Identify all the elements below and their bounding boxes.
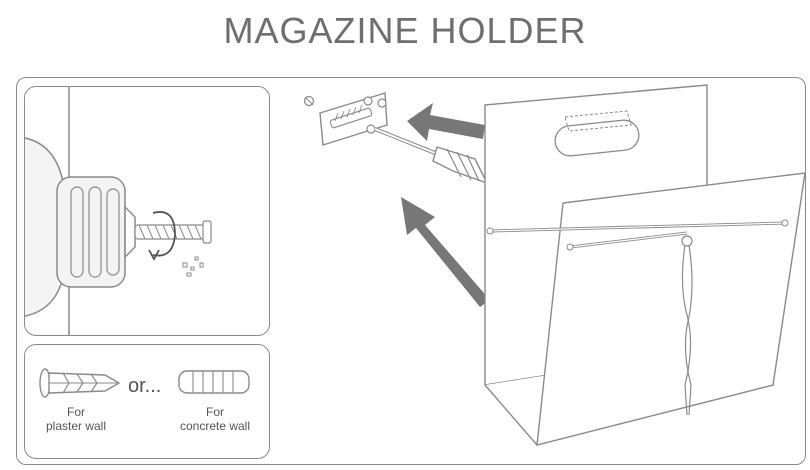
- instruction-frame: [16, 77, 806, 465]
- rotation-arrow-icon: [148, 211, 176, 261]
- concrete-anchor-icon: [178, 370, 250, 394]
- drill-panel: [24, 86, 270, 336]
- screwdriver-icon: [374, 127, 489, 185]
- wall-bracket-icon: [303, 92, 388, 146]
- plaster-anchor-icon: [39, 368, 121, 398]
- direction-arrow-icon: [401, 103, 490, 307]
- assembly-illustration: [303, 84, 806, 446]
- anchors-panel: or... For plaster wall For concrete wall: [24, 344, 270, 459]
- plaster-label-line2: plaster wall: [45, 419, 107, 433]
- concrete-label-line1: For: [206, 405, 224, 419]
- plaster-label-line1: For: [67, 405, 85, 419]
- concrete-label: For concrete wall: [165, 405, 265, 433]
- or-separator: or...: [128, 375, 162, 397]
- drill-icon: [25, 87, 212, 335]
- concrete-label-line2: concrete wall: [179, 419, 251, 433]
- page-title: MAGAZINE HOLDER: [223, 10, 587, 51]
- plaster-label: For plaster wall: [31, 405, 121, 433]
